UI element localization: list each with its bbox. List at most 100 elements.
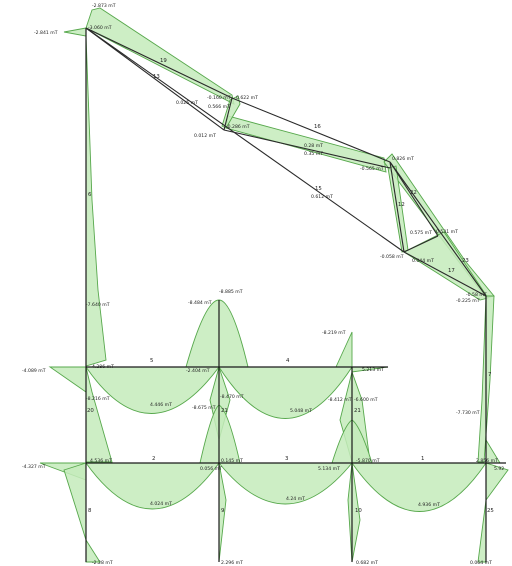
moment-area-member-1 (351, 462, 487, 512)
moment-label: -8.219 mT (322, 330, 346, 336)
moment-label: 4.286 mT (92, 364, 114, 370)
moment-area-support-mid-upper (185, 299, 249, 368)
moment-label: -0.160 mT (207, 95, 231, 101)
truss-member-13 (85, 27, 225, 131)
member-id-label: 6 (88, 192, 92, 198)
member-id-label: 12 (398, 202, 405, 208)
truss-strut-top (223, 97, 233, 131)
moment-label: -0.58 mT (466, 292, 487, 298)
moment-label: 0.056 mT (200, 466, 222, 472)
moment-label: 0.025 mT (176, 100, 198, 106)
member-id-label: 8 (88, 508, 92, 514)
member-id-label: 21 (221, 408, 228, 414)
member-id-labels: 19 13 16 15 22 12 23 17 6 5 4 20 21 2 3 … (87, 58, 494, 514)
moment-value-labels: -2.873 mT -3.060 mT -2.841 mT 0.025 mT -… (22, 3, 504, 566)
moment-label: -0.058 mT (380, 254, 404, 260)
moment-label: -2.873 mT (92, 3, 116, 9)
member-id-label: 16 (314, 124, 321, 130)
member-id-label: 4 (286, 358, 290, 364)
moment-label: 0.612 mT (311, 194, 333, 200)
member-id-label: 2 (152, 456, 155, 462)
moment-area-member-2 (85, 462, 220, 510)
moment-label: -4.327 mT (22, 464, 46, 470)
moment-label: -8.675 mT (192, 405, 216, 411)
moment-label: 0.566 mT (208, 104, 230, 110)
moment-label: 0.044 mT (412, 258, 434, 264)
moment-area-member-6 (63, 27, 107, 367)
moment-label: -7.640 mT (86, 302, 110, 308)
member-id-label: 1 (421, 456, 424, 462)
moment-area-member-19 (85, 7, 235, 105)
moment-label: -8.484 mT (188, 300, 212, 306)
moment-label: -8.412 mT (328, 397, 352, 403)
truss-member-22 (403, 235, 439, 253)
moment-label: 4.024 mT (150, 501, 172, 507)
moment-label: -0.225 mT (456, 298, 480, 304)
moment-label: 0.012 mT (194, 133, 216, 139)
moment-label: -8.885 mT (219, 289, 243, 295)
member-id-label: 5 (150, 358, 153, 364)
truss-member-17 (403, 251, 487, 297)
moment-label: 0.35 mT (304, 151, 323, 157)
moment-area-member-5 (85, 366, 220, 414)
member-id-label: 17 (448, 268, 455, 274)
moment-label: 2.856 mT (476, 458, 498, 464)
member-id-label: 22 (410, 190, 417, 196)
moment-area-member-4 (218, 366, 353, 419)
member-id-label: 7 (488, 372, 491, 378)
moment-label: 0.682 mT (356, 560, 378, 566)
moment-label: 4.24 mT (286, 496, 305, 502)
moment-label: 0.575 mT (410, 230, 432, 236)
moment-area-member-8 (63, 462, 101, 563)
member-id-label: 3 (285, 456, 288, 462)
moment-diagrams (39, 7, 509, 563)
member-id-label: 13 (153, 74, 160, 80)
moment-label: -3.060 mT (88, 25, 112, 31)
truss-member-23 (389, 161, 487, 297)
member-id-label: 23 (462, 258, 469, 264)
moment-label: 5.213 mT (362, 367, 384, 373)
member-id-label: 21 (354, 408, 361, 414)
member-id-label: 20 (87, 408, 94, 414)
moment-label: -2.404 mT (186, 368, 210, 374)
moment-label: -4.089 mT (22, 368, 46, 374)
moment-label: -2.841 mT (34, 30, 58, 36)
moment-label: -6.600 mT (354, 397, 378, 403)
moment-label: -0.286 mT (226, 124, 250, 130)
moment-label: 4.536 mT (90, 458, 112, 464)
moment-label: -8.216 mT (86, 396, 110, 402)
moment-area-support-left-upper (48, 366, 87, 393)
truss-member-19 (85, 27, 233, 99)
moment-label: 5.134 mT (318, 466, 340, 472)
moment-label: 0.622 mT (236, 95, 258, 101)
truss-member-16a (231, 97, 391, 163)
moment-label: 0.064 mT (470, 560, 492, 566)
moment-label: -2.28 mT (92, 560, 113, 566)
moment-label: -0.565 mT (360, 166, 384, 172)
moment-label: 5.92 (494, 466, 504, 472)
moment-area-member-3 (218, 462, 353, 505)
moment-label: 5.048 mT (290, 408, 312, 414)
moment-label: 4.936 mT (418, 502, 440, 508)
moment-area-support-mid-lower (199, 404, 241, 464)
member-id-label: 25 (487, 508, 494, 514)
moment-label: 0.28 mT (304, 143, 323, 149)
moment-label: -7.730 mT (456, 410, 480, 416)
member-id-label: 10 (355, 508, 362, 514)
truss-member-15 (85, 27, 405, 253)
moment-label: -5.870 mT (356, 458, 380, 464)
truss-member-22b (389, 161, 439, 237)
member-id-label: 19 (160, 58, 167, 64)
moment-area-support-right-upper (335, 331, 353, 368)
truss-member-16b (223, 129, 391, 169)
moment-label: 0.826 mT (392, 156, 414, 162)
member-id-label: 9 (221, 508, 225, 514)
frame-members (85, 27, 506, 562)
moment-label: 0.145 mT (221, 458, 243, 464)
moment-label: 4.446 mT (150, 402, 172, 408)
truss-member-12 (389, 161, 405, 253)
moment-label: -8.470 mT (220, 394, 244, 400)
moment-label: 2.296 mT (221, 560, 243, 566)
